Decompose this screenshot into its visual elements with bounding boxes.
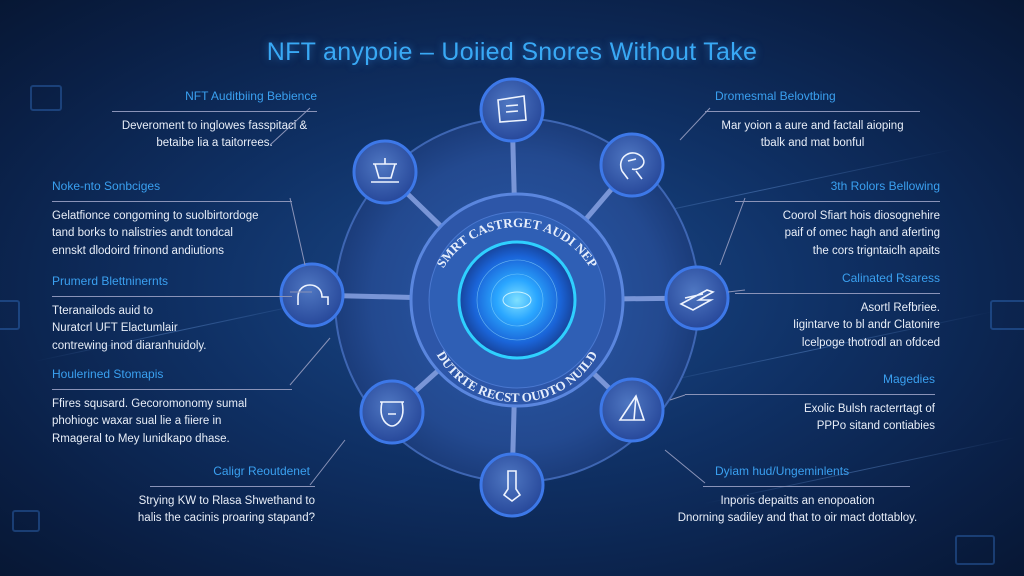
left-block-5: Caligr Reoutdenet Strying KW to Rlasa Sh…	[100, 463, 315, 528]
decor-panel	[955, 535, 995, 565]
node-circle	[279, 262, 345, 328]
decor-panel	[30, 85, 62, 111]
node-glyph	[371, 158, 399, 183]
block-heading: Houlerined Stomapis	[52, 367, 164, 381]
block-heading: Prumerd Blettninernts	[52, 274, 169, 288]
node-circle	[359, 379, 425, 445]
node-glyph	[497, 95, 527, 123]
node-circle	[352, 139, 418, 205]
decor-panel	[0, 300, 20, 330]
spoke-connector	[341, 293, 414, 300]
spoke-connector	[590, 370, 613, 392]
block-heading: Noke-nto Sonbciges	[52, 179, 161, 193]
pyramid-icon	[599, 377, 665, 443]
glowing-core	[457, 240, 577, 360]
spoke-connector	[510, 139, 517, 197]
node-circle	[479, 452, 545, 518]
brain-icon	[599, 132, 665, 198]
decor-panel	[12, 510, 40, 532]
spoke-connector	[404, 191, 445, 230]
node-glyph	[297, 284, 329, 305]
block-heading: Dyiam hud/Ungeminlents	[715, 464, 850, 478]
node-glyph	[619, 152, 645, 180]
right-block-5: Dyiam hud/Ungeminlents Inporis depaitts …	[655, 463, 940, 528]
node-glyph	[502, 470, 522, 502]
spoke-connector	[620, 295, 668, 302]
connector-lines	[269, 107, 746, 486]
shield-icon	[359, 379, 425, 445]
dome-icon	[279, 262, 345, 328]
node-circle	[599, 377, 665, 443]
node-circle	[664, 265, 730, 331]
node-glyph	[380, 401, 404, 427]
left-block-4: Houlerined Stomapis Ffires squsard. Geco…	[52, 366, 292, 448]
spoke-connector	[510, 403, 517, 456]
node-glyph	[679, 289, 715, 311]
document-icon	[479, 77, 545, 143]
node-glyph	[618, 394, 646, 421]
right-block-1: Dromesmal Belovtbing Mar yoion a aure an…	[705, 88, 920, 153]
decor-panel	[990, 300, 1024, 330]
node-circle	[599, 132, 665, 198]
spoke-connector	[582, 186, 615, 223]
block-heading: Dromesmal Belovtbing	[715, 89, 836, 103]
left-block-2: Noke-nto Sonbciges Gelatfionce congoming…	[52, 178, 292, 260]
block-heading: NFT Auditbiing Bebience	[185, 89, 317, 103]
page-title: NFT anypoie – Uoiied Snores Without Take	[266, 38, 758, 66]
block-heading: 3th Rolors Bellowing	[830, 179, 940, 193]
robot-icon	[352, 139, 418, 205]
speed-icon	[664, 265, 730, 331]
left-block-3: Prumerd Blettninernts Tteranailods auid …	[52, 273, 292, 355]
block-heading: Calinated Rsaress	[841, 271, 940, 285]
hand-tool-icon	[479, 452, 545, 518]
left-block-1: NFT Auditbiing Bebience Deveroment to in…	[112, 88, 317, 153]
block-heading: Magedies	[882, 372, 935, 386]
block-heading: Caligr Reoutdenet	[213, 464, 310, 478]
right-block-3: Calinated Rsaress Asortl Refbriee.Iigint…	[735, 270, 940, 352]
spoke-connector	[412, 367, 442, 394]
right-block-2: 3th Rolors Bellowing Coorol Sfiart hois …	[735, 178, 940, 260]
node-circle	[479, 77, 545, 143]
